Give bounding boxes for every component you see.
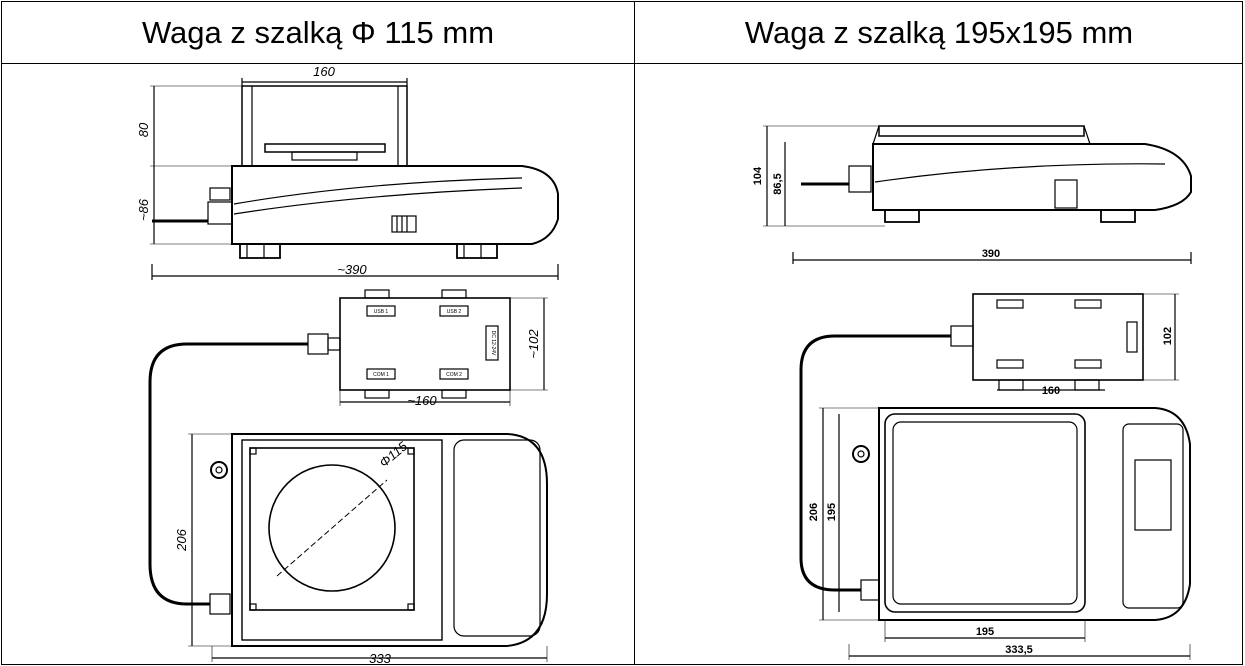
dim-length: ~390 bbox=[337, 262, 367, 277]
dim-height-body: ~86 bbox=[136, 198, 151, 221]
balance-base-top-right bbox=[878, 407, 1191, 621]
cable-right bbox=[799, 334, 951, 592]
header-divider bbox=[2, 63, 1242, 64]
square-pan-top bbox=[884, 413, 1086, 613]
dim-height-top: 80 bbox=[136, 122, 151, 137]
display-window bbox=[453, 439, 541, 637]
dim-height-total: 104 bbox=[752, 166, 764, 185]
dim-box-height: ~102 bbox=[526, 329, 541, 359]
level-indicator-right bbox=[852, 445, 870, 463]
dim-depth: 206 bbox=[174, 528, 189, 551]
draft-shield bbox=[241, 85, 408, 167]
port-com1: COM 1 bbox=[373, 372, 389, 378]
dim-depth-right: 206 bbox=[808, 503, 820, 521]
square-pan-side bbox=[878, 125, 1085, 137]
foot-left bbox=[239, 243, 281, 259]
header-round-pan: Waga z szalką Φ 115 mm bbox=[141, 14, 495, 50]
drawing-square-pan: 104 86,5 390 102 160 bbox=[635, 64, 1243, 664]
level-indicator bbox=[210, 461, 228, 479]
display-window-right bbox=[1122, 423, 1184, 609]
port-dc: DC 12-24V bbox=[490, 331, 496, 356]
weighing-pan-side bbox=[264, 143, 386, 153]
round-pan-technical-drawing: 160 80 ~86 ~390 USB 1 USB 2 COM 1 COM 2 … bbox=[136, 64, 559, 664]
dim-width-top: 160 bbox=[313, 64, 335, 79]
dim-height-body-right: 86,5 bbox=[772, 173, 784, 194]
balance-body-side bbox=[231, 165, 559, 245]
dim-box-width: ~160 bbox=[407, 393, 437, 408]
dim-pan-diameter: Φ115 bbox=[376, 438, 410, 470]
dim-box-height-right: 102 bbox=[1162, 327, 1174, 345]
dim-width-bottom-right: 333,5 bbox=[1005, 644, 1033, 656]
interface-box bbox=[339, 297, 511, 391]
dim-length-right: 390 bbox=[982, 248, 1000, 260]
balance-base-top bbox=[231, 433, 548, 647]
square-pan-technical-drawing: 104 86,5 390 102 160 bbox=[752, 125, 1192, 660]
interface-box-right bbox=[972, 293, 1144, 381]
column-divider bbox=[634, 2, 635, 664]
header-square-pan: Waga z szalką 195x195 mm bbox=[744, 14, 1134, 50]
dim-width-bottom: 333 bbox=[369, 651, 391, 664]
cable bbox=[148, 342, 308, 606]
port-usb2: USB 2 bbox=[447, 309, 462, 315]
drawing-round-pan: 160 80 ~86 ~390 USB 1 USB 2 COM 1 COM 2 … bbox=[2, 64, 634, 664]
dim-box-width-right: 160 bbox=[1042, 385, 1060, 397]
balance-body-side-right bbox=[872, 143, 1192, 211]
dim-pan-width: 195 bbox=[976, 626, 994, 638]
round-pan-top bbox=[268, 464, 396, 592]
dim-pan-depth: 195 bbox=[826, 503, 838, 521]
foot-right bbox=[456, 243, 498, 259]
port-com2: COM 2 bbox=[446, 372, 462, 378]
port-usb1: USB 1 bbox=[374, 309, 389, 315]
